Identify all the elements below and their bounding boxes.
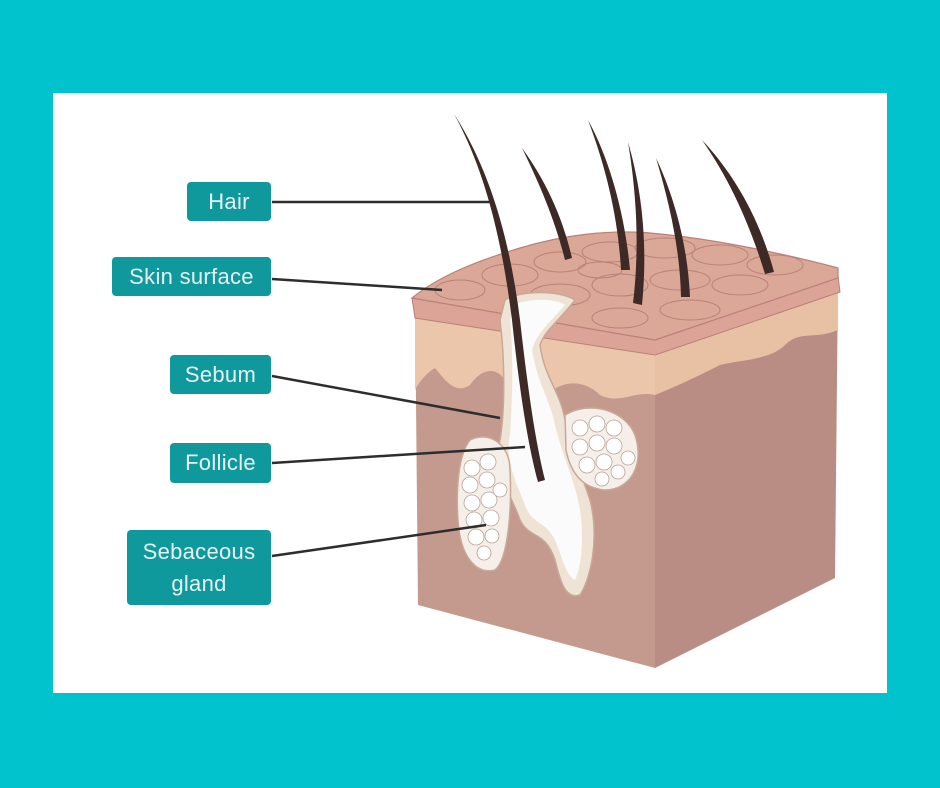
label-sebum: Sebum bbox=[170, 355, 271, 394]
label-sebaceous-gland: Sebaceous gland bbox=[127, 530, 271, 605]
sebaceous-gland-right bbox=[564, 407, 639, 491]
sebum-leader-line bbox=[271, 374, 501, 420]
skin-surface-leader-line bbox=[271, 277, 443, 292]
dermis-upper-layer-right bbox=[655, 288, 838, 395]
sebaceous-gland-left bbox=[456, 436, 512, 572]
follicle-leader-line bbox=[271, 445, 526, 465]
label-hair: Hair bbox=[187, 182, 271, 221]
hairs bbox=[454, 114, 774, 482]
label-skin-surface: Skin surface bbox=[112, 257, 271, 296]
cube-right-face bbox=[655, 278, 838, 668]
sebaceous-gland-leader-line bbox=[271, 523, 487, 558]
leader-lines bbox=[271, 200, 526, 558]
label-follicle: Follicle bbox=[170, 443, 271, 483]
sebum bbox=[508, 299, 583, 580]
main-hair bbox=[454, 114, 545, 482]
